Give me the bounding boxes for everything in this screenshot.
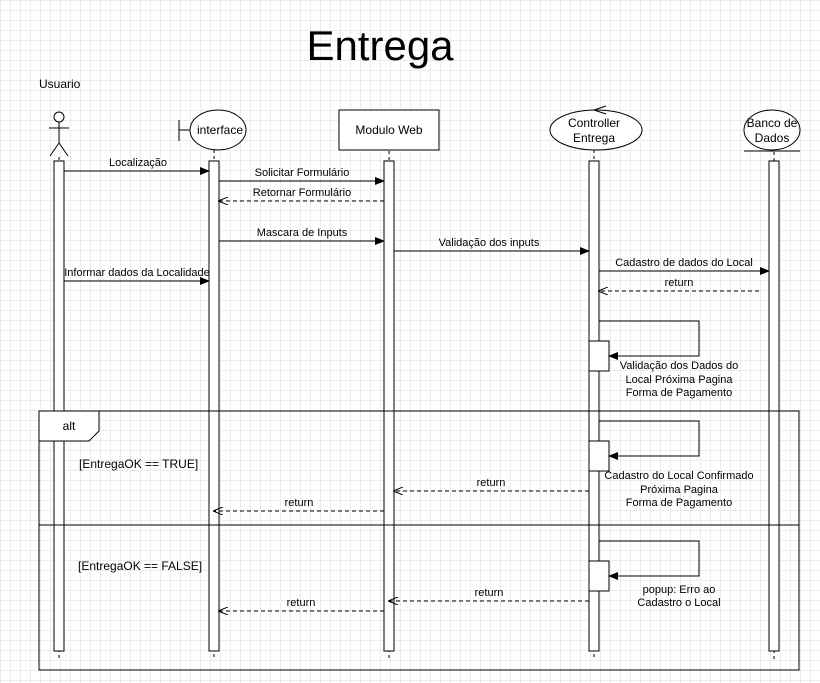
msg-retornar-label: Retornar Formulário — [253, 187, 351, 199]
msg-validacao-label: Validação dos inputs — [439, 237, 540, 249]
self-erro-label-2: Cadastro o Local — [637, 597, 720, 609]
self-msg-erro: popup: Erro ao Cadastro o Local — [588, 540, 721, 609]
participant-controller-label-2: Entrega — [573, 131, 615, 145]
activation-banco — [768, 160, 780, 652]
participant-banco: Banco de Dados — [743, 109, 801, 152]
return-true-controller-label: return — [477, 477, 506, 489]
actor-label: Usuario — [39, 77, 81, 91]
participant-modulo-web: Modulo Web — [338, 109, 440, 151]
guard-true-label: [EntregaOK == TRUE] — [79, 457, 198, 471]
participant-interface-label: interface — [197, 123, 243, 137]
return-true-modulo-label: return — [285, 497, 314, 509]
msg-return-banco-label: return — [665, 277, 694, 289]
diagram-title: Entrega — [306, 22, 454, 69]
self-msg-confirmado: Cadastro do Local Confirmado Próxima Pag… — [588, 420, 754, 509]
msg-informar-label: Informar dados da Localidade — [64, 267, 210, 279]
self-erro-label-1: popup: Erro ao — [643, 584, 716, 596]
activation-bars — [53, 160, 780, 652]
activation-interface — [208, 160, 220, 652]
msg-cadastro-label: Cadastro de dados do Local — [615, 257, 753, 269]
msg-mascara-label: Mascara de Inputs — [257, 227, 348, 239]
participant-modulo-web-label: Modulo Web — [355, 123, 422, 137]
msg-localizacao-label: Localização — [109, 157, 167, 169]
self-validacao-label-1: Validação dos Dados do — [620, 360, 738, 372]
return-false-modulo-label: return — [287, 597, 316, 609]
actor-stick-figure — [49, 111, 69, 157]
self-msg-validacao: Validação dos Dados do Local Próxima Pag… — [588, 320, 738, 399]
msg-solicitar-label: Solicitar Formulário — [255, 167, 350, 179]
alt-operator-label: alt — [63, 419, 76, 433]
participant-controller-label-1: Controller — [568, 116, 620, 130]
activation-modulo-web — [383, 160, 395, 652]
alt-fragment: alt [EntregaOK == TRUE] [EntregaOK == FA… — [38, 410, 800, 671]
activation-controller — [588, 160, 600, 652]
activation-usuario — [53, 160, 65, 652]
return-false-controller-label: return — [475, 587, 504, 599]
self-confirmado-label-1: Cadastro do Local Confirmado — [604, 470, 753, 482]
self-validacao-label-2: Local Próxima Pagina — [625, 374, 733, 386]
guard-false-label: [EntregaOK == FALSE] — [78, 559, 202, 573]
participant-banco-label-1: Banco de — [747, 116, 798, 130]
participant-interface: interface — [178, 109, 247, 151]
self-confirmado-label-2: Próxima Pagina — [640, 484, 719, 496]
self-validacao-label-3: Forma de Pagamento — [626, 387, 732, 399]
participant-controller: Controller Entrega — [549, 105, 643, 151]
self-confirmado-label-3: Forma de Pagamento — [626, 497, 732, 509]
participant-banco-label-2: Dados — [755, 131, 790, 145]
